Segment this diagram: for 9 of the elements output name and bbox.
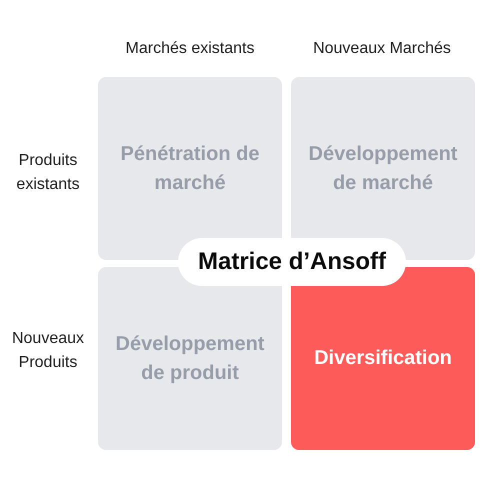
quadrant-label: Pénétration de marché	[120, 142, 260, 196]
row-header: Produits existants	[15, 151, 81, 195]
title-pill: Matrice d’Ansoff	[178, 238, 406, 286]
column-header: Nouveaux Marchés	[312, 39, 452, 59]
row-header: Nouveaux Produits	[10, 329, 86, 373]
quadrant-label: Développement de produit	[114, 332, 266, 386]
quadrant-label: Développement de marché	[308, 142, 458, 196]
quadrant-label: Diversification	[314, 346, 452, 371]
column-header: Marchés existants	[124, 39, 256, 59]
